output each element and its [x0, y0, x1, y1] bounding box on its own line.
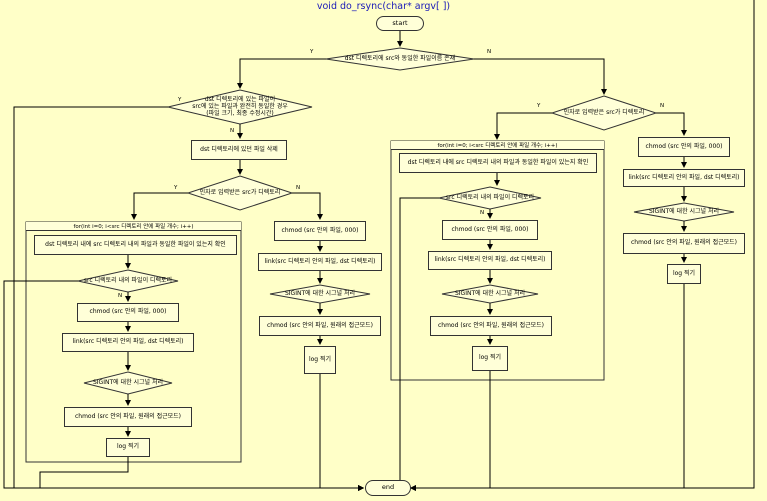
- chmod-000-mid: chmod (src 안의 파일, 000): [274, 221, 366, 241]
- cond-same-line2: src에 있는 파일과 완전히 동일한 경우: [192, 103, 288, 111]
- delete-box: dst 디렉토리에 있던 파일 삭제: [191, 140, 287, 160]
- label-y-top: Y: [310, 49, 314, 55]
- cond-indir-right-text: src 디렉토리 내의 파일이 디렉토리: [445, 194, 535, 202]
- start-node: start: [376, 16, 424, 31]
- loop-label-right: for(int i=0; i<src 디렉토리 안에 파일 개수; i++): [391, 141, 604, 150]
- label-y-isdir-right: Y: [537, 103, 541, 109]
- diamond-exists: [325, 47, 475, 71]
- end-node: end: [365, 480, 411, 496]
- cond-indir-left-text: src 디렉토리 내의 파일이 디렉토리: [83, 277, 173, 285]
- chmod-000-left: chmod (src 안의 파일, 000): [77, 303, 179, 322]
- link-left: link(src 디렉토리 안의 파일, dst 디렉토리): [62, 333, 194, 352]
- label-n-isdir-right: N: [660, 103, 665, 109]
- chmod-restore-mid: chmod (src 안의 파일, 원래의 접근모드): [259, 316, 381, 336]
- cond-same-line1: dst 디렉토리에 있는 파일이: [204, 96, 276, 104]
- link-right: link(src 디렉토리 안의 파일, dst 디렉토리): [428, 251, 552, 270]
- label-n-top: N: [487, 49, 492, 55]
- chmod-restore-right: chmod (src 안의 파일, 원래의 접근모드): [430, 316, 552, 336]
- label-y-same: Y: [178, 97, 182, 103]
- label-y-isdir-left: Y: [174, 185, 178, 191]
- log-right: log 찍기: [472, 346, 508, 371]
- sigint-left-text: SIGINT에 대한 시그널 처리: [92, 379, 164, 387]
- loop-label-left: for(int i=0; i<src 디렉토리 안에 파일 개수; i++): [26, 222, 241, 231]
- sigint-mid-text: SIGINT에 대한 시그널 처리: [284, 289, 356, 297]
- chmod-restore-far: chmod (src 안의 파일, 원래의 접근모드): [623, 233, 745, 254]
- label-n-same: N: [230, 128, 235, 134]
- chmod-000-right: chmod (src 안의 파일, 000): [442, 220, 538, 240]
- diagram-title: void do_rsync(char* argv[ ]): [316, 1, 451, 12]
- link-mid: link(src 디렉토리 안의 파일, dst 디렉토리): [258, 253, 382, 271]
- cond-isdir-left-text: 인자로 입력받은 src가 디렉토리: [199, 188, 281, 196]
- label-n-indir-right: N: [480, 210, 485, 216]
- sigint-far-text: SIGINT에 대한 시그널 처리: [648, 207, 720, 215]
- log-left: log 찍기: [106, 438, 150, 457]
- cond-exists-text: dst 디렉토리에 src와 동일한 파일이름 존재: [344, 54, 456, 62]
- check-same-right: dst 디렉토리 내에 src 디렉토리 내의 파일과 동일한 파일이 있는지 …: [399, 153, 597, 173]
- log-far: log 찍기: [667, 264, 701, 284]
- check-same-left: dst 디렉토리 내에 src 디렉토리 내의 파일과 동일한 파일이 있는지 …: [34, 235, 237, 255]
- chmod-000-far: chmod (src 안의 파일, 000): [638, 137, 730, 157]
- diamond-isdir-right: [550, 95, 658, 131]
- log-mid: log 찍기: [304, 346, 336, 374]
- cond-same-text: dst 디렉토리에 있는 파일이 src에 있는 파일과 완전히 동일한 경우 …: [168, 94, 312, 121]
- cond-same-line3: (파일 크기, 최종 수정시간): [206, 109, 274, 117]
- link-far: link(src 디렉토리 안의 파일, dst 디렉토리): [623, 169, 745, 187]
- label-n-isdir-left: N: [296, 185, 301, 191]
- diamond-isdir-left: [186, 175, 294, 211]
- sigint-right-text: SIGINT에 대한 시그널 처리: [454, 289, 526, 297]
- label-n-indir-left: N: [118, 293, 123, 299]
- chmod-restore-left: chmod (src 안의 파일, 원래의 접근모드): [64, 407, 192, 427]
- cond-isdir-right-text: 인자로 입력받은 src가 디렉토리: [563, 108, 645, 116]
